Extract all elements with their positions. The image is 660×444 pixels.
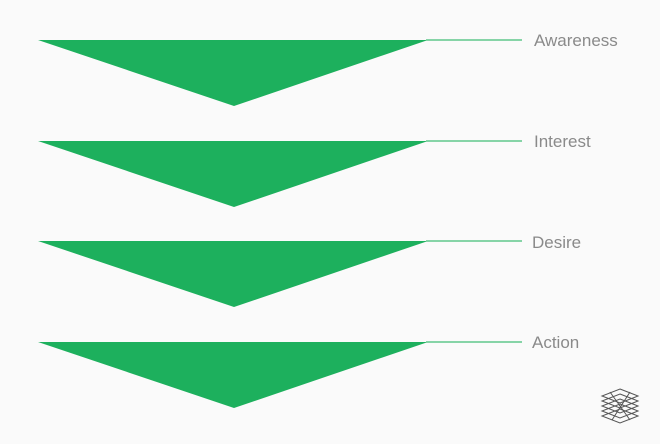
stage-label: Desire: [532, 233, 581, 252]
stage-triangle: [38, 342, 428, 408]
stage-awareness: Awareness: [38, 31, 618, 106]
stage-triangle: [38, 141, 428, 207]
stage-interest: Interest: [38, 132, 591, 207]
stacked-layers-icon: [600, 388, 640, 424]
stage-label: Action: [532, 333, 579, 352]
stage-triangle: [38, 241, 428, 307]
stage-label: Awareness: [534, 31, 618, 50]
stage-label: Interest: [534, 132, 591, 151]
stage-triangle: [38, 40, 428, 106]
stage-desire: Desire: [38, 233, 581, 307]
stage-action: Action: [38, 333, 579, 408]
